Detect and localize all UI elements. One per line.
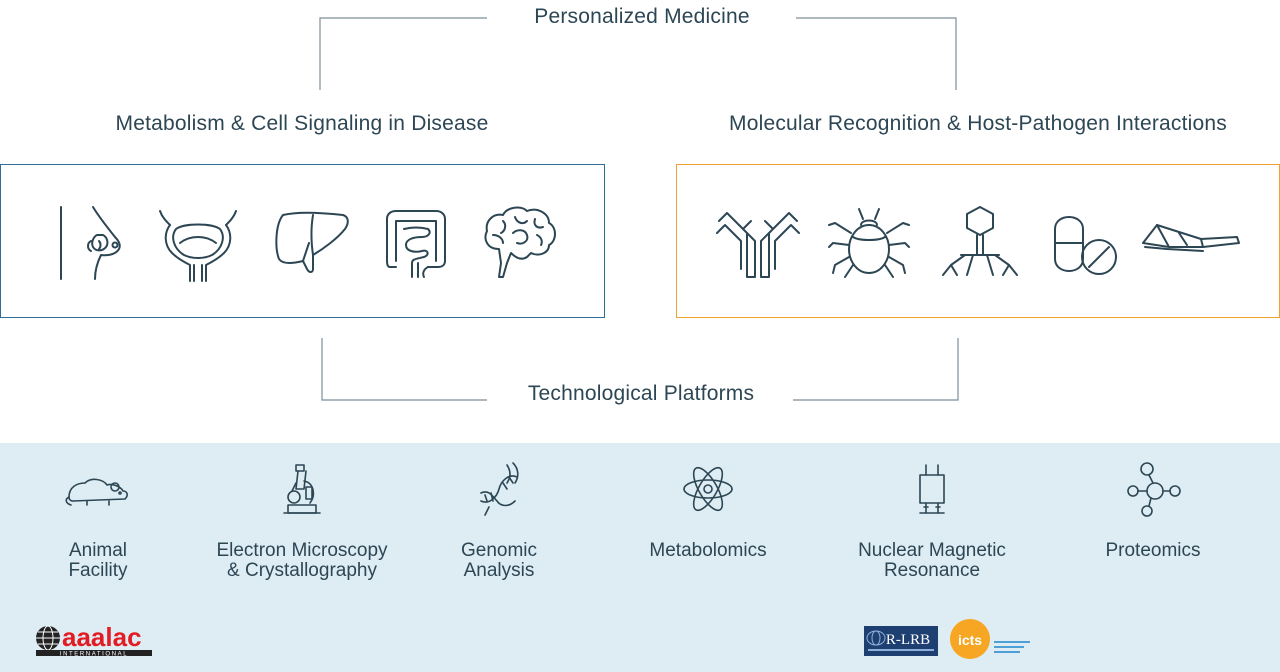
metabolism-box — [0, 164, 605, 318]
liver-icon — [275, 211, 349, 273]
antibody-icon — [716, 212, 800, 278]
platform-label: Metabolomics — [649, 540, 767, 561]
molecular-recognition-title: Molecular Recognition & Host-Pathogen In… — [729, 112, 1227, 135]
atom-icon — [683, 466, 733, 512]
top-left-connector — [319, 17, 487, 90]
rlrb-logo: R-LRB — [864, 626, 938, 656]
bacteriophage-icon — [942, 206, 1018, 276]
tick-icon — [828, 208, 910, 278]
metabolism-title: Metabolism & Cell Signaling in Disease — [115, 112, 489, 135]
icts-logo-text: icts — [958, 632, 982, 648]
breast-icon — [60, 206, 121, 280]
nmr-tube-icon — [919, 464, 945, 514]
bladder-icon — [159, 210, 237, 282]
aaalac-logo: aaalac INTERNATIONAL — [36, 622, 152, 658]
rlrb-logo-text: R-LRB — [886, 632, 930, 648]
icts-logo: icts — [950, 619, 1030, 659]
platform-electron-microscopy: Electron Microscopy& Crystallography — [192, 461, 412, 581]
platform-label: Electron Microscopy& Crystallography — [216, 540, 388, 581]
protein-ribbon-icon — [1142, 224, 1240, 252]
dna-icon — [480, 462, 519, 516]
platform-label: Proteomics — [1105, 540, 1201, 561]
bottom-left-connector — [321, 338, 487, 401]
platform-proteomics: Proteomics — [1043, 461, 1263, 561]
molecular-recognition-box — [676, 164, 1280, 318]
mouse-icon — [65, 478, 128, 506]
connector-lines — [319, 17, 959, 401]
bottom-right-connector — [793, 338, 959, 401]
aaalac-logo-text: aaalac — [62, 622, 142, 652]
aaalac-logo-subtext: INTERNATIONAL — [60, 652, 128, 658]
brain-icon — [484, 206, 556, 278]
personalized-medicine-title: Personalized Medicine — [534, 5, 750, 28]
top-right-connector — [796, 17, 957, 90]
microscope-icon — [283, 464, 321, 514]
molecule-icon — [1127, 462, 1181, 517]
technological-platforms-title: Technological Platforms — [527, 382, 755, 405]
platform-metabolomics: Metabolomics — [598, 461, 818, 561]
intestine-icon — [386, 210, 446, 278]
pill-icon — [1054, 216, 1117, 275]
